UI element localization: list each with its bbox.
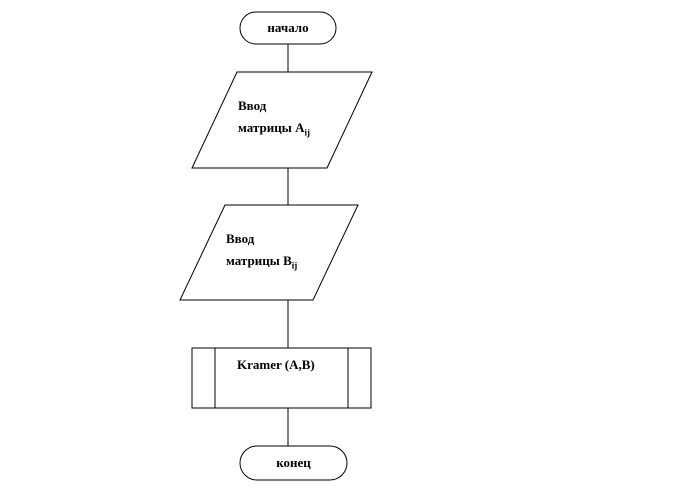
start-label: начало: [267, 20, 309, 35]
end-label: конец: [276, 455, 311, 470]
process-label: Kramer (A,B): [237, 357, 315, 372]
process-block: [191, 347, 372, 409]
input-b-parallelogram: [179, 204, 359, 301]
input-b-label-line2: матрицы Bij: [226, 253, 298, 271]
start-terminator: [239, 11, 337, 45]
input-a-label-text: матрицы A: [238, 120, 305, 135]
input-b-label-text: матрицы B: [226, 253, 292, 268]
input-a-subscript: ij: [304, 127, 310, 138]
input-a-label-line1: Ввод: [238, 98, 267, 113]
input-b-label-line1: Ввод: [226, 231, 255, 246]
input-a-label-line2: матрицы Aij: [238, 120, 310, 138]
input-b-subscript: ij: [291, 260, 298, 271]
input-a-parallelogram: [191, 71, 373, 169]
end-terminator: [239, 445, 348, 481]
